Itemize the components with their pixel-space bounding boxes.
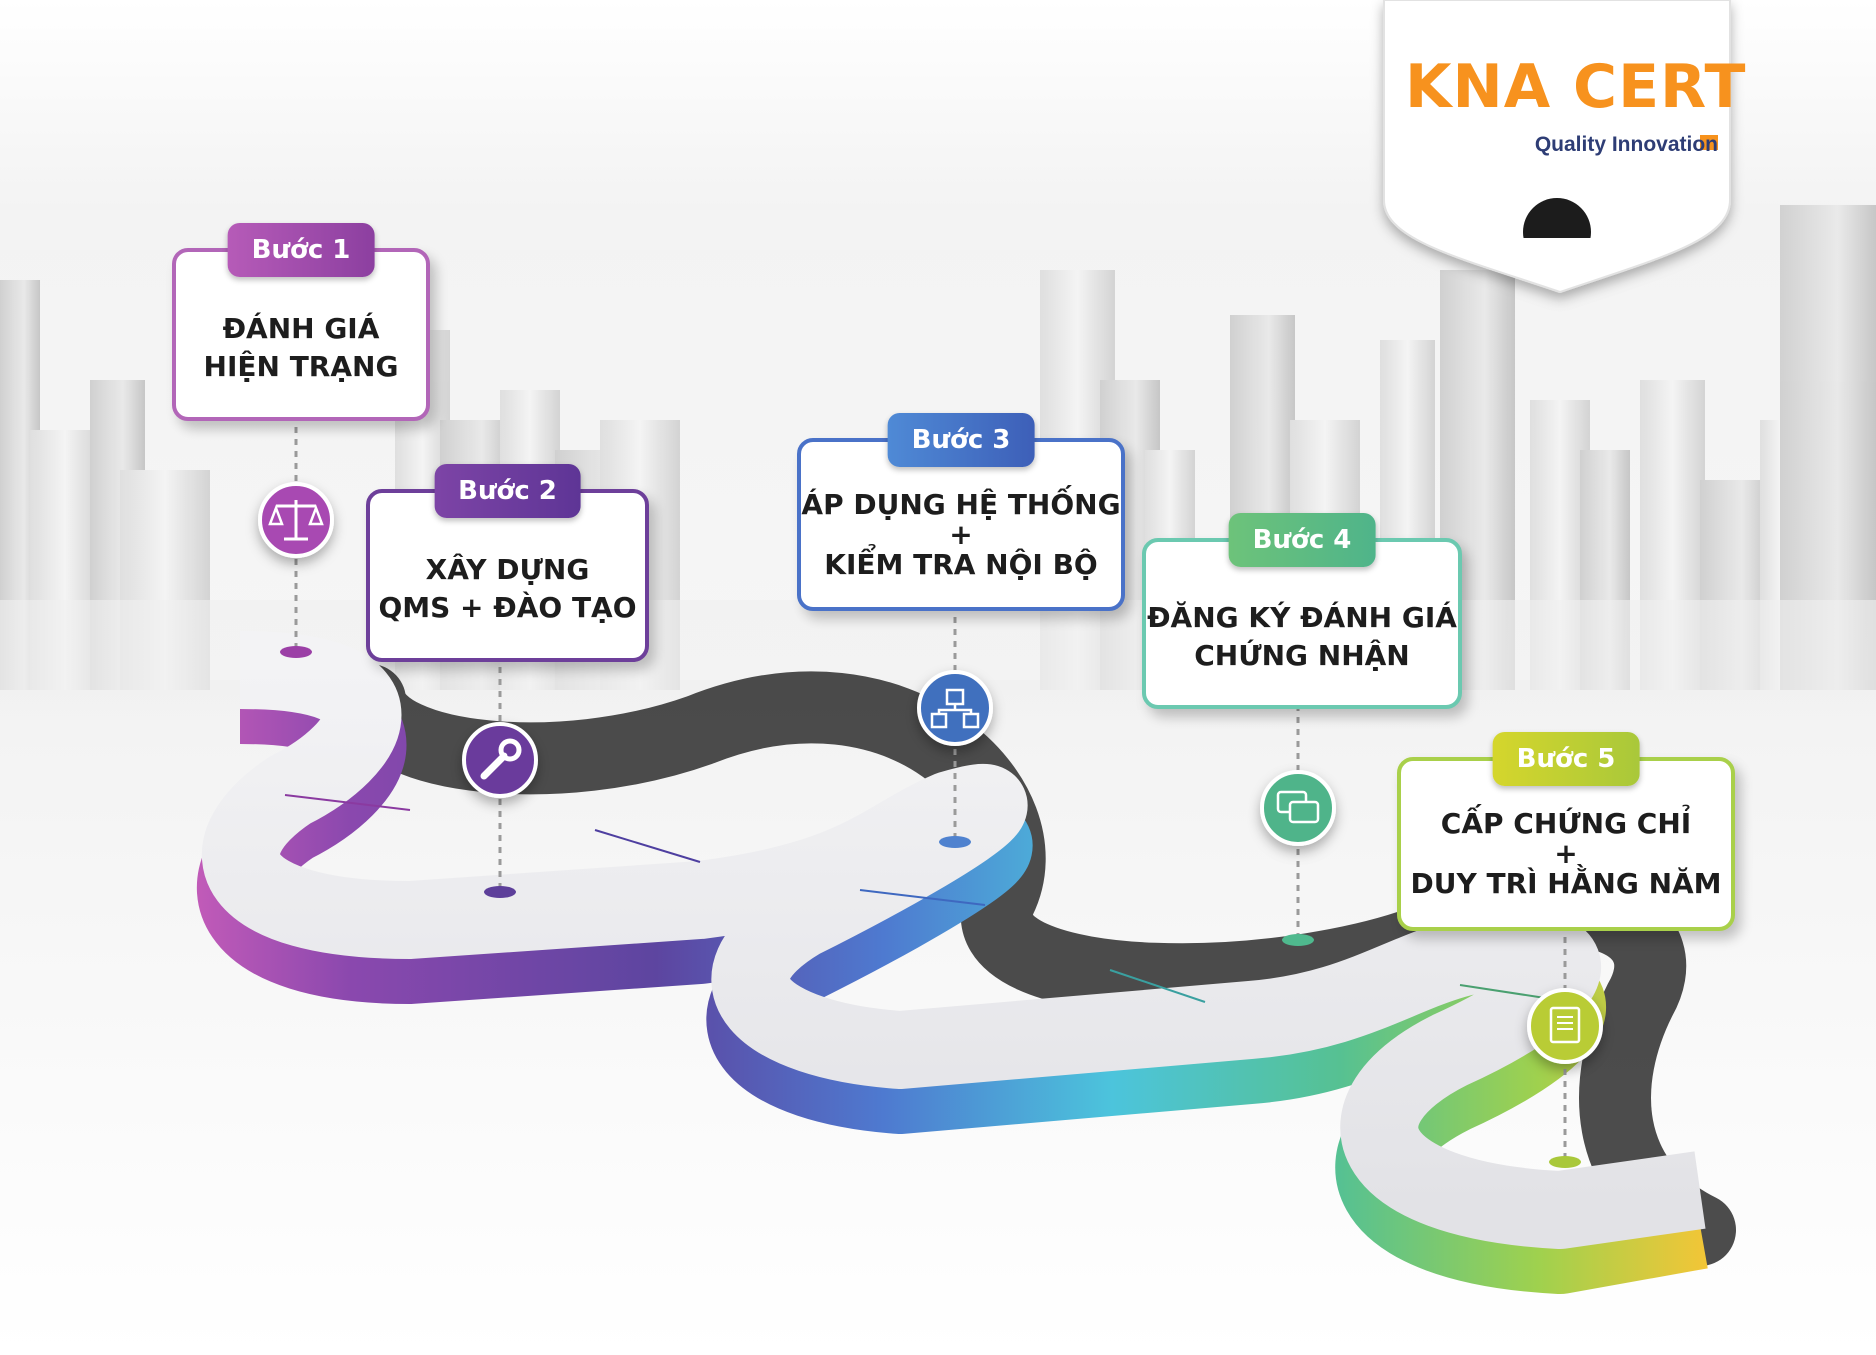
step-connectors	[294, 415, 1567, 1160]
road-surface	[201, 631, 1706, 1249]
network-icon	[917, 670, 993, 746]
certificate-icon	[1527, 988, 1603, 1064]
step-card-2: Bước 2 XÂY DỰNG QMS + ĐÀO TẠO	[366, 464, 649, 662]
road-shadow	[334, 664, 1736, 1266]
step-card-5: Bước 5 CẤP CHỨNG CHỈ + DUY TRÌ HẰNG NĂM	[1397, 732, 1735, 931]
step-title-2: XÂY DỰNG QMS + ĐÀO TẠO	[378, 552, 637, 624]
step-card-4: Bước 4 ĐĂNG KÝ ĐÁNH GIÁ CHỨNG NHẬN	[1142, 513, 1462, 709]
step-title-5: CẤP CHỨNG CHỈ + DUY TRÌ HẰNG NĂM	[1410, 807, 1722, 900]
logo-tag	[1383, 0, 1731, 294]
step-title-4: ĐĂNG KÝ ĐÁNH GIÁ CHỨNG NHẬN	[1147, 600, 1457, 672]
road-anchor-points	[280, 646, 1581, 1168]
step-tag-1: Bước 1	[227, 223, 375, 277]
road-segment-lines	[284, 794, 1546, 1003]
logo-brand: KNA CERT	[1405, 52, 1747, 122]
scale-icon	[258, 482, 334, 558]
wrench-icon	[462, 722, 538, 798]
step-tag-2: Bước 2	[434, 464, 581, 518]
step-tag-3: Bước 3	[887, 413, 1035, 467]
step-card-3: Bước 3 ÁP DỤNG HỆ THỐNG + KIỂM TRA NỘI B…	[797, 413, 1125, 611]
logo-tagline: Quality Innovation	[1534, 133, 1718, 156]
step-tag-5: Bước 5	[1492, 732, 1640, 786]
step-tag-4: Bước 4	[1228, 513, 1376, 567]
step-title-1: ĐÁNH GIÁ HIỆN TRẠNG	[203, 311, 399, 383]
chat-icon	[1260, 770, 1336, 846]
step-title-3: ÁP DỤNG HỆ THỐNG + KIỂM TRA NỘI BỘ	[801, 487, 1121, 581]
step-card-1: Bước 1 ĐÁNH GIÁ HIỆN TRẠNG	[172, 223, 430, 421]
